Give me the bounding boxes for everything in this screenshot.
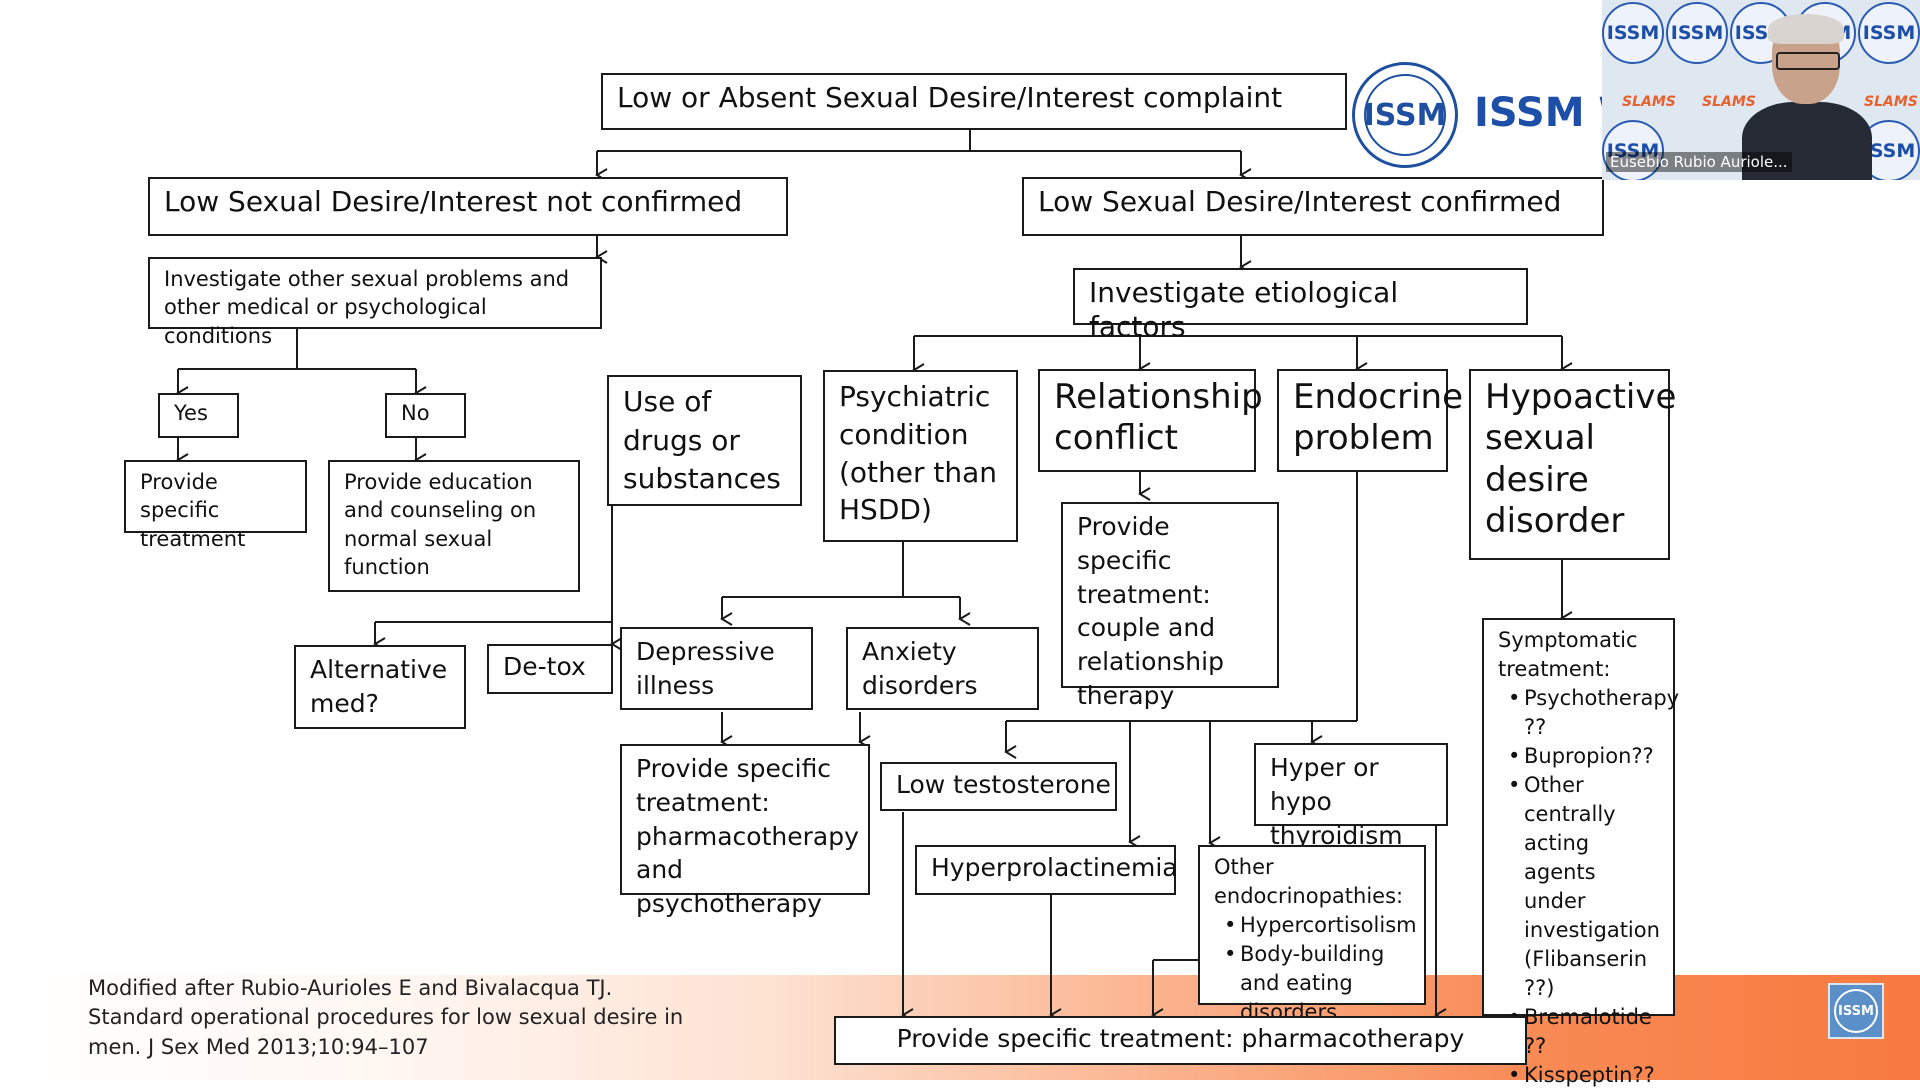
investigate-other-line2: other medical or psychological condition… — [164, 295, 487, 348]
symptomatic-treatment-item: Other centrally acting agents under inve… — [1508, 771, 1660, 1003]
presenter-glasses — [1776, 52, 1840, 70]
symptomatic-treatment-item: Kisspeptin?? — [1508, 1061, 1659, 1090]
psychiatric-box: Psychiatric condition (other than HSDD) — [823, 370, 1018, 542]
other-endocrinopathies-box: Other endocrinopathies: Hypercortisolism… — [1198, 845, 1426, 1024]
investigate-other-line1: Investigate other sexual problems and — [164, 267, 570, 291]
other-endocrinopathies-item: Body-building and eating disorders — [1224, 940, 1410, 1027]
webcam-logo: ISSM — [1602, 120, 1664, 180]
yes-box: Yes — [158, 393, 239, 438]
webcam-slams-label: SLAMS — [1702, 94, 1756, 110]
citation-line2: Standard operational procedures for low … — [88, 1005, 684, 1030]
pharmacotherapy-box: Provide specific treatment: pharmacother… — [834, 1016, 1527, 1065]
issm-logo: ISSM — [1352, 62, 1458, 168]
presenter-hair — [1768, 14, 1844, 44]
symptomatic-treatment-list: Psychotherapy ?? Bupropion?? Other centr… — [1498, 684, 1679, 1090]
investigate-other-box: Investigate other sexual problems and ot… — [148, 257, 602, 348]
presenter-video — [1742, 10, 1872, 180]
symptomatic-treatment-box: Symptomatic treatment: Psychotherapy ?? … — [1482, 618, 1679, 1089]
drugs-box: Use of drugs or substances — [607, 375, 802, 506]
detox-box: De-tox — [487, 644, 613, 694]
webcam-logo: ISSM — [1666, 2, 1728, 64]
webcam-slams-label: SLAMS — [1864, 94, 1918, 110]
webcam-logo: ISSM — [1602, 2, 1664, 64]
webcam-slams-label: SLAMS — [1622, 94, 1676, 110]
hypoactive-box: Hypoactive sexual desire disorder — [1469, 369, 1676, 560]
endocrine-box: Endocrine problem — [1277, 369, 1463, 472]
presenter-body — [1742, 102, 1872, 180]
etiological-line2: factors — [1089, 310, 1186, 344]
provide-specific-treatment-box: Provide specific treatment — [124, 460, 307, 551]
couple-therapy-box: Provide specific treatment: couple and r… — [1061, 502, 1279, 710]
confirmed-box: Low Sexual Desire/Interest confirmed — [1022, 177, 1604, 236]
not-confirmed-box: Low Sexual Desire/Interest not confirmed — [148, 177, 788, 236]
pharma-psycho-box: Provide specific treatment: pharmacother… — [620, 744, 870, 918]
other-endocrinopathies-list: Hypercortisolism Body-building and eatin… — [1214, 911, 1417, 1027]
anxiety-box: Anxiety disorders — [846, 627, 1039, 710]
symptomatic-treatment-item: Bupropion?? — [1508, 742, 1659, 771]
hyperprolactinemia-box: Hyperprolactinemia — [915, 845, 1178, 895]
provide-education-box: Provide education and counseling on norm… — [328, 460, 580, 592]
other-endocrinopathies-title: Other endocrinopathies: — [1214, 855, 1404, 908]
webcam-participant-name: Eusebio Rubio Auriole... — [1606, 152, 1792, 172]
relationship-box: Relationship conflict — [1038, 369, 1263, 472]
thyroid-box: Hyper or hypo thyroidism — [1254, 743, 1448, 850]
depressive-box: Depressive illness — [620, 627, 813, 710]
no-box: No — [385, 393, 466, 438]
symptomatic-treatment-item: Bremalotide ?? — [1508, 1003, 1659, 1061]
etiological-box: Investigate etiological factors — [1073, 268, 1528, 343]
symptomatic-treatment-title: Symptomatic treatment: — [1498, 628, 1638, 681]
corner-issm-logo-text: ISSM — [1834, 989, 1878, 1033]
webcam-tile: ISSM ISSM ISSM ISSM ISSM ISSM ISSM SLAMS… — [1602, 0, 1920, 180]
issm-logo-text: ISSM — [1364, 74, 1446, 156]
etiological-line1: Investigate etiological — [1089, 276, 1399, 309]
corner-issm-logo: ISSM — [1828, 983, 1884, 1039]
alternative-med-box: Alternative med? — [294, 645, 466, 729]
low-testosterone-box: Low testosterone — [880, 762, 1117, 811]
symptomatic-treatment-item: Psychotherapy ?? — [1508, 684, 1679, 742]
citation-line3: men. J Sex Med 2013;10:94–107 — [88, 1034, 429, 1059]
citation: Modified after Rubio-Aurioles E and Biva… — [88, 974, 683, 1062]
webcam-logo: ISSM — [1858, 2, 1920, 64]
other-endocrinopathies-item: Hypercortisolism — [1224, 911, 1417, 940]
complaint-box: Low or Absent Sexual Desire/Interest com… — [601, 73, 1347, 130]
citation-line1: Modified after Rubio-Aurioles E and Biva… — [88, 976, 613, 1000]
